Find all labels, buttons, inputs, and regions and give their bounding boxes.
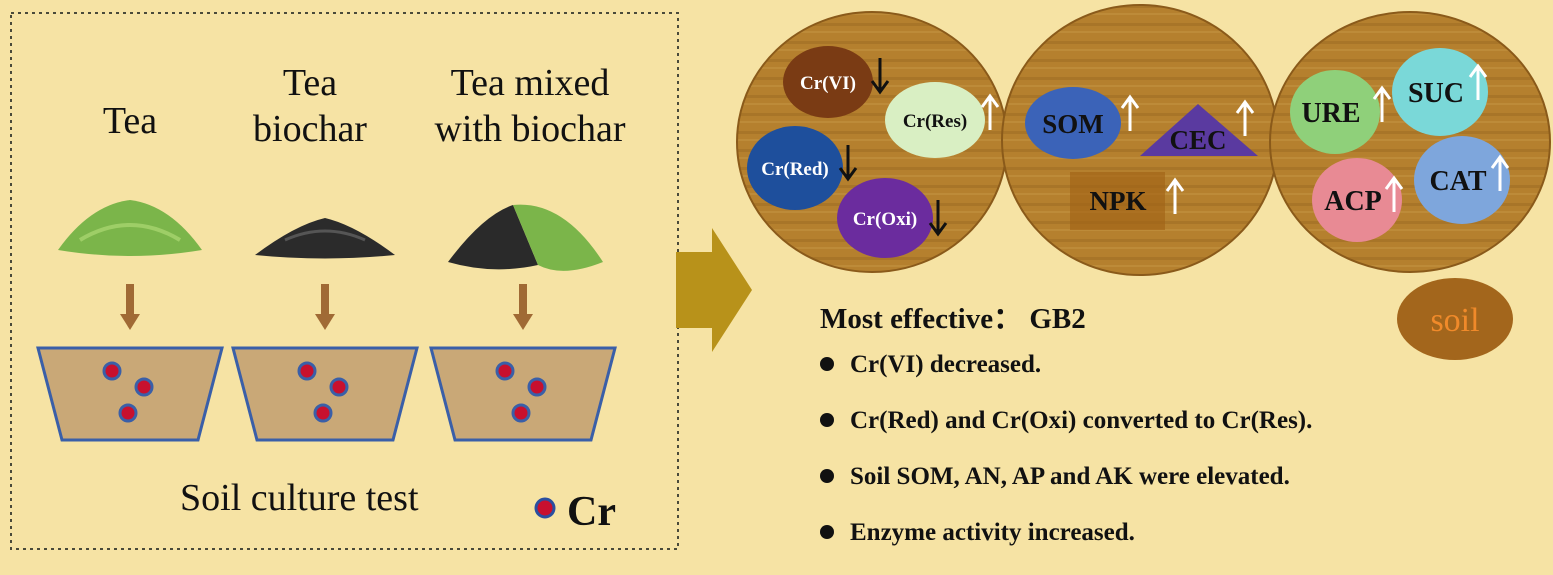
soil-label: soil [1430,302,1479,339]
enzyme-label: SUC [1408,78,1464,109]
enzyme-badge [1414,136,1510,224]
cr-legend-dot [534,497,556,519]
chromium-badge [747,126,843,210]
enzyme-badge [1312,158,1402,242]
column-label-line: biochar [253,108,367,150]
summary-item: Soil SOM, AN, AP and AK were elevated. [820,463,1312,519]
chromium-label: Cr(VI) [800,73,856,94]
left-panel-frame [10,12,679,550]
cr-dot [297,361,317,381]
down-arrow-head [120,314,140,330]
summary-item: Cr(Red) and Cr(Oxi) converted to Cr(Res)… [820,407,1312,463]
column-label-line: with biochar [434,108,626,150]
cr-dot [118,403,138,423]
column-label-line: Tea [102,100,158,142]
down-arrow-head [315,314,335,330]
nutrient-label: SOM [1042,109,1104,139]
cr-dot [329,377,349,397]
bullet-dot [820,525,834,539]
nutrient-badge [1070,172,1165,230]
chromium-label: Cr(Red) [761,159,829,180]
down-arrow-shaft [321,284,329,316]
soil-pot [231,346,419,442]
down-arrow-head [513,314,533,330]
pile-highlight [78,223,182,242]
cr-dot [495,361,515,381]
cr-dot [313,403,333,423]
chromium-badge [783,46,873,118]
bullet-dot [820,413,834,427]
nutrient-label: CEC [1169,125,1226,155]
trend-up-arrow [1384,175,1404,212]
summary-item: Enzyme activity increased. [820,519,1312,575]
down-arrow-shaft [126,284,134,316]
pile-highlight [284,229,366,242]
graphical-abstract: Cr(VI) Cr(Res) Cr(Red) Cr(Oxi) SOM CEC NPK URE S… [10,4,1551,550]
chromium-label: Cr(Res) [903,111,967,132]
column-label-line: Tea [282,62,338,104]
enzyme-label: ACP [1324,186,1382,217]
cr-legend-label: Cr [567,489,616,535]
tea-powder-pile [58,200,202,256]
summary-item-text: Cr(VI) decreased. [850,351,1042,378]
summary-item-text: Soil SOM, AN, AP and AK were elevated. [850,463,1290,490]
bullet-dot [820,357,834,371]
column-label-line: Tea mixed [450,62,610,104]
cr-dot [134,377,154,397]
chromium-badge [837,178,933,258]
trend-down-arrow [870,58,890,95]
trend-up-arrow [1490,154,1510,191]
cr-dot [511,403,531,423]
nutrient-badge [1140,104,1258,156]
summary-item-text: Cr(Red) and Cr(Oxi) converted to Cr(Res)… [850,407,1313,434]
trend-up-arrow [1468,63,1488,100]
trend-up-arrow [1120,94,1140,131]
summary-item: Cr(VI) decreased. [820,351,1312,407]
process-arrow [676,228,752,352]
soil-badge [1397,278,1513,360]
enzyme-badge [1290,70,1380,154]
nutrient-badge [1025,87,1121,159]
column-label-tea: Tea [60,98,200,144]
summary-list: Most effective： GB2 Cr(VI) decreased. Cr(… [820,295,1312,575]
trend-up-arrow [1372,85,1392,122]
chromium-badge [885,82,985,158]
cr-dot [527,377,547,397]
cr-dot [102,361,122,381]
soil-culture-caption: Soil culture test [180,477,419,519]
down-arrow-shaft [519,284,527,316]
biochar-half-pile [448,205,538,270]
soil-pot [429,346,617,442]
trend-up-arrow [1235,99,1255,136]
enzyme-label: CAT [1429,166,1486,197]
trend-down-arrow [928,200,948,237]
bullet-dot [820,469,834,483]
enzyme-badge [1392,48,1488,136]
trend-down-arrow [838,145,858,182]
trend-up-arrow [980,93,1000,130]
biochar-pile [255,218,395,259]
enzyme-label: URE [1301,98,1360,129]
nutrient-label: NPK [1090,186,1147,216]
summary-item-text: Enzyme activity increased. [850,519,1135,546]
chromium-label: Cr(Oxi) [853,209,917,230]
soil-pot [36,346,224,442]
summary-heading: Most effective： GB2 [820,303,1086,335]
diagram-canvas: Cr(VI) Cr(Res) Cr(Red) Cr(Oxi) SOM CEC NPK URE S… [10,4,1551,550]
trend-up-arrow [1165,177,1185,214]
tea-half-pile [513,204,603,271]
